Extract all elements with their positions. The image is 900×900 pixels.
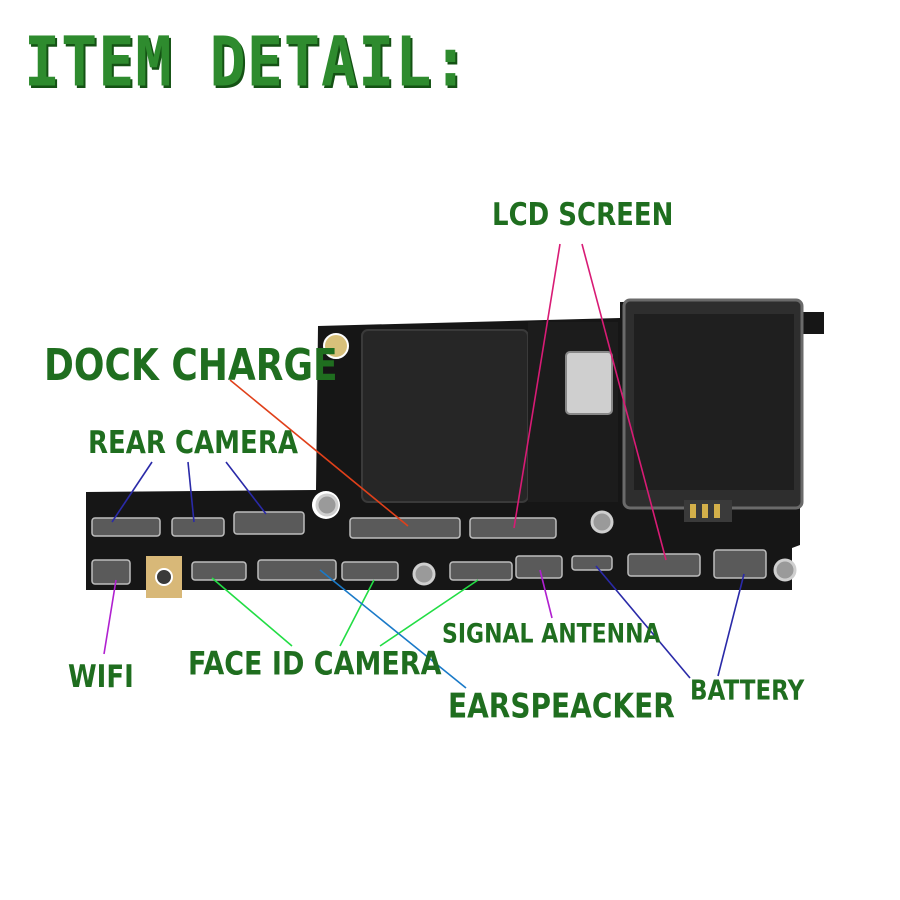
label-signal-antenna: SIGNAL ANTENNA	[442, 619, 661, 650]
label-lcd-screen: LCD SCREEN	[492, 197, 674, 234]
rear-camera-connector-1	[91, 517, 161, 537]
pointer-signal	[539, 569, 553, 619]
battery-connector-2	[713, 549, 767, 579]
pointer-lcd-1	[513, 243, 561, 529]
dock-connector	[349, 517, 461, 539]
page-title: ITEM DETAIL:	[24, 22, 470, 103]
pointer-battery-2	[717, 573, 745, 677]
pointer-rear-3	[225, 461, 267, 515]
pointer-faceid-1	[211, 577, 293, 647]
pointer-wifi	[103, 579, 117, 655]
pointer-battery-1	[595, 565, 691, 679]
pointer-dock	[229, 379, 409, 527]
shield-left	[361, 329, 529, 503]
pointer-ear	[319, 569, 467, 689]
pointer-faceid-3	[379, 579, 479, 647]
pointer-rear-1	[111, 461, 153, 523]
pointer-lcd-2	[581, 243, 667, 561]
battery-connector-1	[571, 555, 613, 571]
rear-camera-connector-2	[171, 517, 225, 537]
silver-bracket	[565, 351, 613, 415]
label-face-id-camera: FACE ID CAMERA	[188, 645, 442, 683]
wifi-connector	[91, 559, 131, 585]
faceid-connector-3	[449, 561, 513, 581]
label-rear-camera: REAR CAMERA	[88, 425, 298, 462]
faceid-connector-1	[191, 561, 247, 581]
pointer-rear-2	[187, 461, 195, 523]
label-earspeaker: EARSPEACKER	[448, 686, 675, 726]
label-battery: BATTERY	[690, 675, 805, 707]
label-dock-charge: DOCK CHARGE	[44, 341, 338, 391]
earspeaker-connector	[257, 559, 337, 581]
lcd-connector-1	[469, 517, 557, 539]
signal-connector	[515, 555, 563, 579]
pointer-faceid-2	[339, 579, 375, 647]
lcd-connector-2	[627, 553, 701, 577]
faceid-connector-2	[341, 561, 399, 581]
rear-camera-connector-3	[233, 511, 305, 535]
label-wifi: WIFI	[68, 659, 134, 696]
